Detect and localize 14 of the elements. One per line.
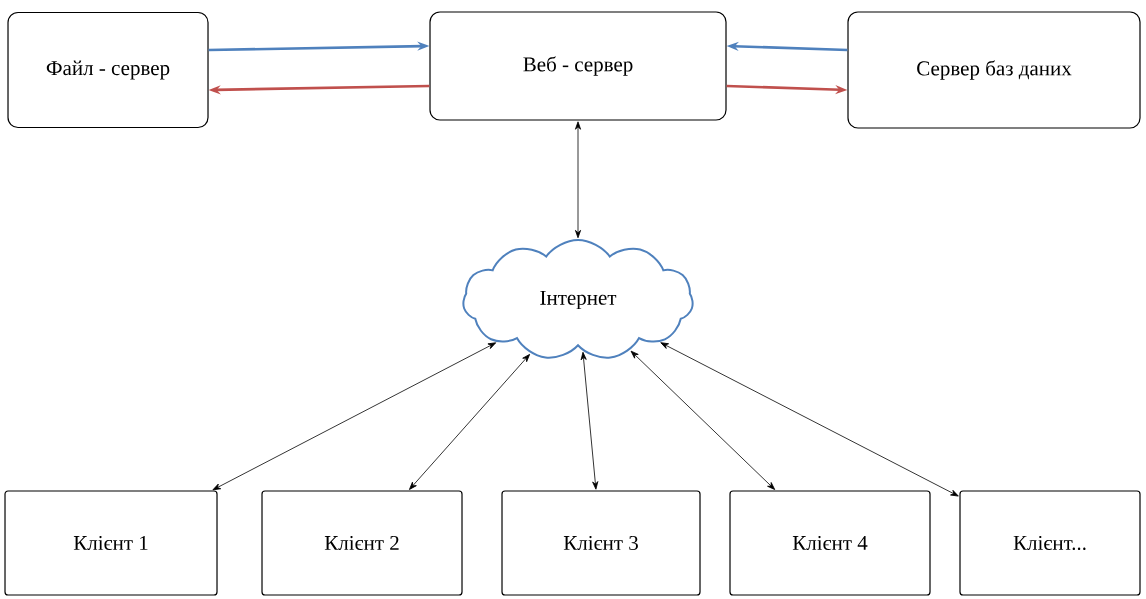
arrow (660, 342, 959, 497)
arrow (409, 354, 530, 490)
arrow (580, 351, 599, 490)
arrow (212, 342, 497, 491)
client-box: Клієнт 4 (729, 490, 931, 596)
server-box: Веб - сервер (429, 11, 727, 121)
client-box: Клієнт 3 (501, 490, 701, 596)
arrow (575, 121, 581, 239)
client-box: Клієнт 1 (4, 490, 218, 596)
client-box: Клієнт 2 (261, 490, 463, 596)
server-box: Файл - сервер (7, 11, 209, 129)
server-box: Сервер баз даних (847, 11, 1141, 129)
arrow (630, 350, 776, 490)
client-box: Клієнт... (959, 490, 1141, 596)
